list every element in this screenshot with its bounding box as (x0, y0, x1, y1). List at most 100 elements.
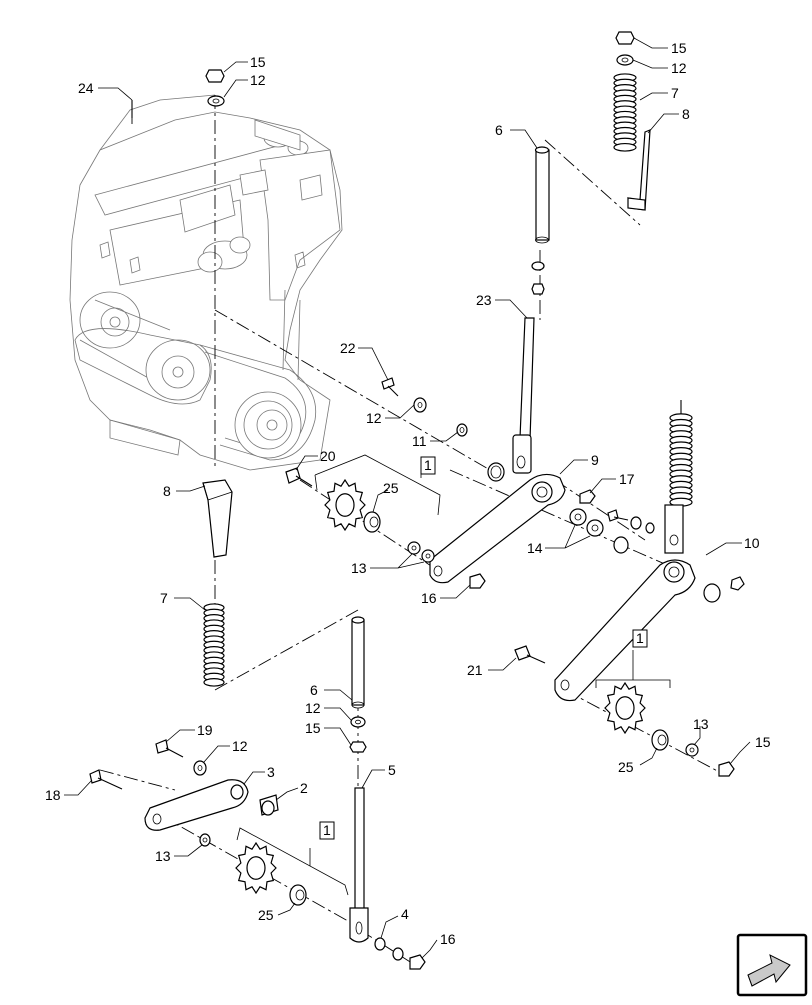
part-15-nut-top-right (615, 31, 635, 45)
callout-9: 9 (591, 452, 599, 468)
part-13-washer-lower-left (199, 833, 211, 847)
part-6-rod-top (534, 146, 550, 244)
part-14-washers (569, 508, 604, 537)
part-23-link-rod (512, 317, 535, 474)
sprocket-hub (615, 696, 635, 720)
part-12-washer-lower-left (193, 760, 207, 776)
part-2-bushing (259, 794, 279, 816)
callout-21: 21 (467, 662, 483, 678)
sprocket-hub (246, 856, 266, 880)
sprocket-hub (335, 493, 355, 517)
callout-box-1 (319, 821, 335, 840)
part-25-bushing-lower (289, 884, 307, 906)
part-4-spacer (374, 937, 404, 961)
part-12-washer-lower (350, 716, 366, 728)
part-10-lever-arm (554, 559, 745, 702)
callout-11: 11 (412, 433, 427, 449)
leader-lines (64, 37, 751, 959)
callout-12: 12 (366, 410, 382, 426)
part-16-nut-lower (409, 954, 426, 970)
callout-1: 1 (323, 822, 331, 838)
part-15-nut-lower (349, 741, 367, 753)
part-25-bushing-upper (363, 511, 381, 533)
callout-15: 15 (755, 734, 771, 750)
part-17-nut (579, 489, 596, 504)
part-15-nut-right (718, 761, 735, 777)
part-19-bolt (155, 739, 184, 758)
callout-13: 13 (155, 848, 171, 864)
part-16-nut-upper (469, 573, 486, 589)
spring-coil (203, 677, 225, 687)
part-9-lever-arm (429, 473, 566, 584)
part-12-washer-top-right (616, 54, 634, 66)
callout-8: 8 (682, 106, 690, 122)
part-20-bolt (285, 467, 313, 487)
machine-frame-assembly (69, 94, 343, 471)
callout-25: 25 (618, 759, 634, 775)
part-18-bolt (89, 769, 123, 790)
part-7-spring-left (203, 603, 225, 687)
callout-19: 19 (197, 722, 213, 738)
callout-3: 3 (267, 764, 275, 780)
callout-24: 24 (78, 80, 94, 96)
callout-17: 17 (619, 471, 635, 487)
spring-coil (613, 142, 637, 152)
part-11-spacer (456, 423, 468, 437)
part-21-bolt (514, 645, 546, 664)
callout-12: 12 (305, 700, 321, 716)
reference-bracket-right (595, 650, 671, 688)
part-22-bolt (381, 377, 399, 397)
part-6-rod-lower (351, 616, 365, 709)
part-12-washer-top-left (207, 95, 225, 107)
callout-15: 15 (305, 720, 321, 736)
part-7-spring-top (613, 73, 637, 152)
part-12-washer-mid (413, 397, 427, 413)
return-arrow-icon[interactable] (736, 933, 808, 997)
callout-2: 2 (300, 780, 308, 796)
part-1-sprocket-upper (324, 478, 366, 532)
callout-14: 14 (527, 540, 543, 556)
callout-7: 7 (160, 590, 168, 606)
part-15-nut-top-left (205, 69, 225, 83)
callout-12: 12 (232, 738, 248, 754)
part-3-link-plate (144, 779, 249, 831)
callout-6: 6 (495, 122, 503, 138)
callout-23: 23 (476, 292, 492, 308)
callout-13: 13 (693, 716, 709, 732)
callout-1: 1 (424, 457, 432, 473)
callout-15: 15 (250, 54, 266, 70)
callout-6: 6 (310, 682, 318, 698)
part-13-washer-right (685, 743, 699, 757)
callout-box-1 (420, 456, 436, 475)
callout-7: 7 (671, 85, 679, 101)
part-washer-near-9 (487, 462, 505, 482)
callout-18: 18 (45, 787, 61, 803)
callout-22: 22 (340, 340, 356, 356)
part-25-bushing-right (651, 729, 669, 751)
part-spring-clevis-assembly (607, 400, 693, 554)
callout-12: 12 (250, 72, 266, 88)
callout-12: 12 (671, 60, 687, 76)
callout-4: 4 (401, 906, 409, 922)
callout-16: 16 (440, 931, 456, 947)
callout-25: 25 (383, 480, 399, 496)
part-8-bracket-left (202, 479, 233, 558)
part-8-bracket-top (627, 129, 651, 211)
callout-10: 10 (744, 535, 760, 551)
part-13-washers-upper (407, 541, 435, 563)
callout-box-1 (632, 629, 648, 648)
part-1-sprocket-right (604, 681, 646, 735)
callout-25: 25 (258, 907, 274, 923)
part-1-sprocket-lower (235, 841, 277, 895)
callout-20: 20 (320, 448, 336, 464)
callout-16: 16 (421, 590, 437, 606)
part-5-link-rod (349, 787, 369, 943)
callout-15: 15 (671, 40, 687, 56)
callout-8: 8 (163, 483, 171, 499)
callout-13: 13 (351, 560, 367, 576)
callout-5: 5 (388, 762, 396, 778)
callout-labels: 24 15 12 15 12 7 8 6 23 22 12 11 9 17 20… (45, 40, 771, 947)
part-washer-rod-top (531, 261, 545, 295)
reference-bracket-lower (236, 827, 349, 896)
